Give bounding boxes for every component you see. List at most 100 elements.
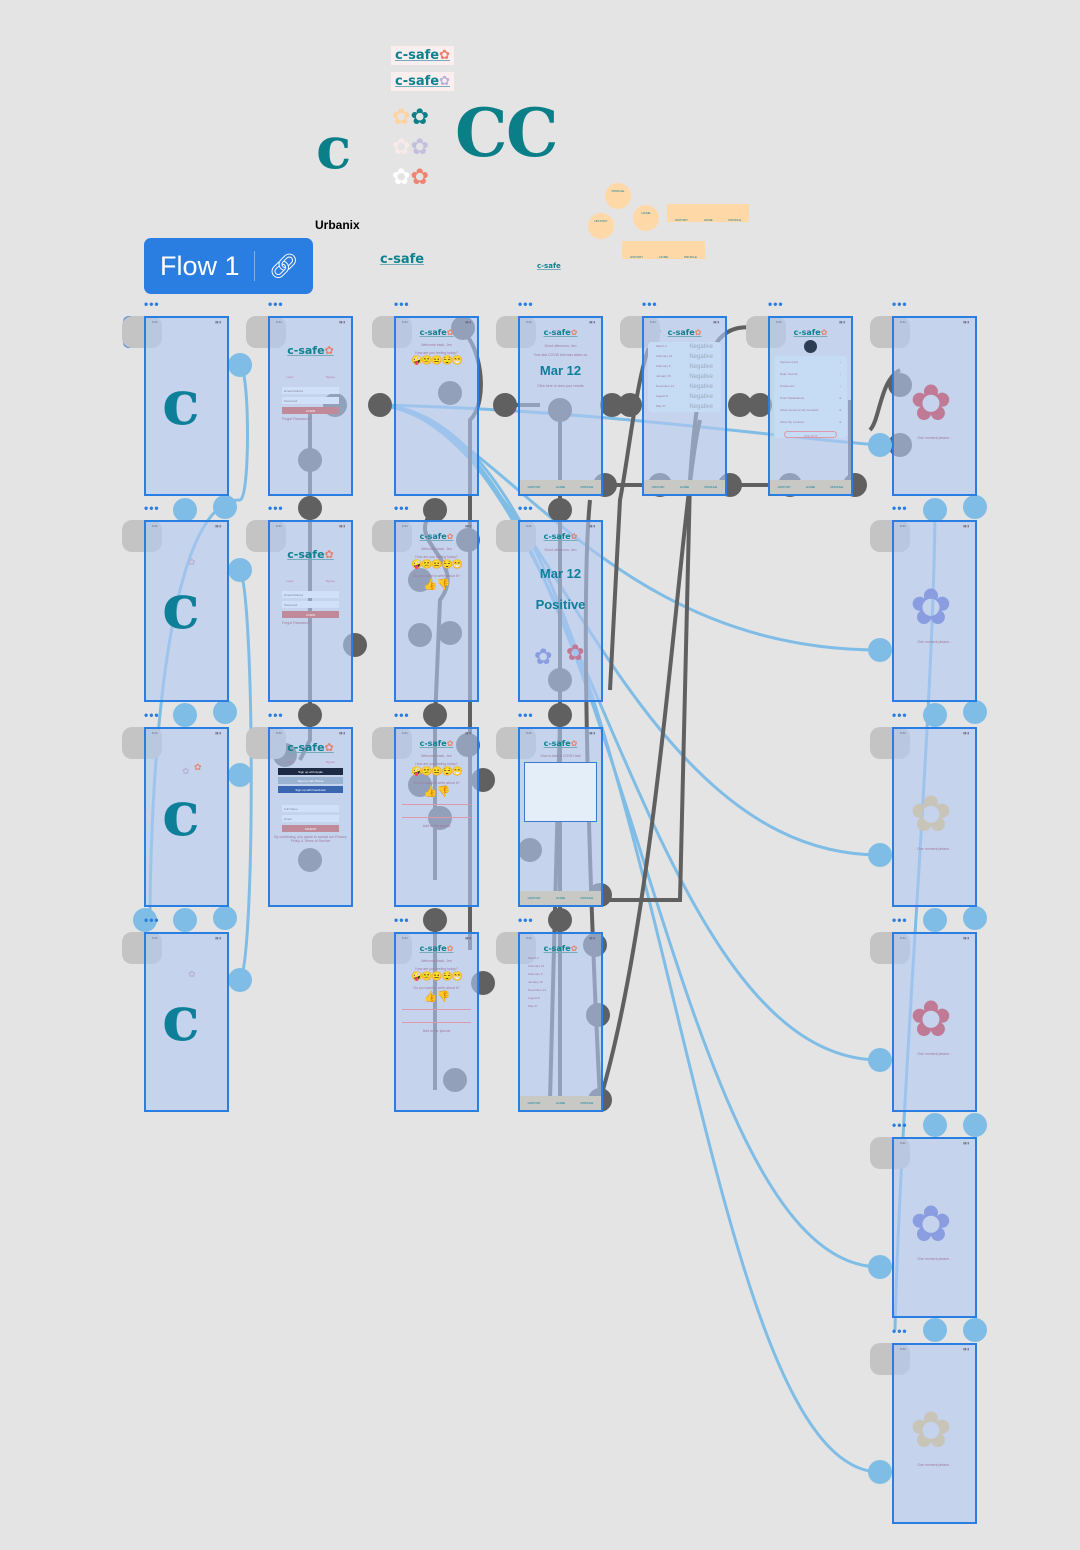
nav-history[interactable]: HISTORY <box>527 1101 541 1105</box>
loading-screen[interactable]: 9:41▮▮ ▮✿One moment please... <box>892 316 977 496</box>
frame-options[interactable]: ••• <box>892 708 908 722</box>
tab-signup[interactable]: Signup <box>325 760 335 764</box>
frame-options[interactable]: ••• <box>394 708 410 722</box>
tab-signup[interactable]: Signup <box>325 579 335 583</box>
nav-history[interactable]: HISTORY <box>651 485 665 489</box>
splash-screen[interactable]: 9:41▮▮ ▮c✿ <box>144 520 229 702</box>
connection-handle[interactable] <box>298 496 322 520</box>
loading-screen[interactable]: 9:41▮▮ ▮✿One moment please... <box>892 520 977 702</box>
connection-handle[interactable] <box>618 393 642 417</box>
thumbs-row[interactable]: 👍👎 <box>423 991 450 1003</box>
journal-lines[interactable] <box>402 1009 471 1023</box>
frame-options[interactable]: ••• <box>394 297 410 311</box>
email-field[interactable]: Email <box>282 815 339 822</box>
link-icon[interactable]: 🔗︎ <box>268 252 299 280</box>
email-field[interactable]: Email Address <box>282 387 339 394</box>
frame-options[interactable]: ••• <box>892 501 908 515</box>
avatar[interactable] <box>804 340 817 353</box>
connection-handle[interactable] <box>963 1113 987 1137</box>
connection-handle[interactable] <box>423 703 447 727</box>
frame-options[interactable]: ••• <box>892 1324 908 1338</box>
chevron-right-icon[interactable]: › <box>840 372 841 376</box>
connection-handle[interactable] <box>228 763 252 787</box>
connection-handle[interactable] <box>548 703 572 727</box>
chevron-right-icon[interactable]: › <box>840 360 841 364</box>
nav-home[interactable]: HOME <box>556 1101 566 1105</box>
frame-options[interactable]: ••• <box>144 913 160 927</box>
nav-profile[interactable]: PROFILE <box>580 896 594 900</box>
nav-home[interactable]: HOME <box>680 485 690 489</box>
connection-handle[interactable] <box>173 908 197 932</box>
frame-options[interactable]: ••• <box>144 297 160 311</box>
loading-screen[interactable]: 9:41▮▮ ▮✿One moment please... <box>892 932 977 1112</box>
frame-options[interactable]: ••• <box>268 708 284 722</box>
frame-options[interactable]: ••• <box>268 297 284 311</box>
password-field[interactable]: Password <box>282 397 339 404</box>
profile-item[interactable]: Push Notifications● <box>774 392 847 404</box>
nav-home[interactable]: HOME <box>556 485 566 489</box>
profile-item[interactable]: Daily Journal› <box>774 368 847 380</box>
connection-handle[interactable] <box>963 495 987 519</box>
connection-handle[interactable] <box>228 968 252 992</box>
connection-handle[interactable] <box>213 700 237 724</box>
login-button[interactable]: LOGIN <box>282 407 339 414</box>
profile-item[interactable]: Preference› <box>774 380 847 392</box>
frame-options[interactable]: ••• <box>892 913 908 927</box>
tab-login[interactable]: Login <box>286 375 294 379</box>
connection-handle[interactable] <box>923 1113 947 1137</box>
email-field[interactable]: Email Address <box>282 591 339 598</box>
history-item[interactable]: February 9 <box>520 970 601 978</box>
connection-handle[interactable] <box>228 353 252 377</box>
mood-emoji-row[interactable]: 🤪😕😐😌😁 <box>410 971 463 981</box>
splash-screen[interactable]: 9:41▮▮ ▮c✿✿ <box>144 727 229 907</box>
connection-handle[interactable] <box>133 908 157 932</box>
connection-handle[interactable] <box>923 1318 947 1342</box>
connection-handle[interactable] <box>228 558 252 582</box>
profile-screen[interactable]: 9:41▮▮ ▮c-safe✿Vaccine Card›Daily Journa… <box>768 316 853 496</box>
chevron-right-icon[interactable]: › <box>840 384 841 388</box>
connection-handle[interactable] <box>748 393 772 417</box>
splash-screen[interactable]: 9:41▮▮ ▮c✿ <box>144 932 229 1112</box>
history-item[interactable]: February 21 <box>520 962 601 970</box>
connection-handle[interactable] <box>728 393 752 417</box>
connection-handle[interactable] <box>963 1318 987 1342</box>
frame-options[interactable]: ••• <box>518 501 534 515</box>
phone-signup-button[interactable]: Sign up with Phone <box>278 777 343 784</box>
prototype-link[interactable] <box>379 403 881 1474</box>
connection-handle[interactable] <box>868 1460 892 1484</box>
connection-handle[interactable] <box>213 495 237 519</box>
history-item[interactable]: November 13 <box>520 986 601 994</box>
history-item[interactable]: March 2 <box>520 954 601 962</box>
profile-item[interactable]: Allow My Location● <box>774 416 847 428</box>
profile-item[interactable]: Allow Access to My Contacts● <box>774 404 847 416</box>
connection-handle[interactable] <box>213 906 237 930</box>
connection-handle[interactable] <box>868 433 892 457</box>
frame-options[interactable]: ••• <box>768 297 784 311</box>
frame-options[interactable]: ••• <box>642 297 658 311</box>
frame-options[interactable]: ••• <box>394 501 410 515</box>
mood-emoji-row[interactable]: 🤪😕😐😌😁 <box>410 559 463 569</box>
splash-screen[interactable]: 9:41▮▮ ▮c <box>144 316 229 496</box>
toggle-switch[interactable]: ● <box>839 420 841 424</box>
frame-options[interactable]: ••• <box>518 297 534 311</box>
apple-signup-button[interactable]: Sign up with Apple <box>278 768 343 775</box>
mood-emoji-row[interactable]: 🤪😕😐😌😁 <box>410 355 463 365</box>
connection-handle[interactable] <box>548 908 572 932</box>
frame-options[interactable]: ••• <box>144 501 160 515</box>
connection-handle[interactable] <box>423 498 447 522</box>
frame-options[interactable]: ••• <box>518 708 534 722</box>
